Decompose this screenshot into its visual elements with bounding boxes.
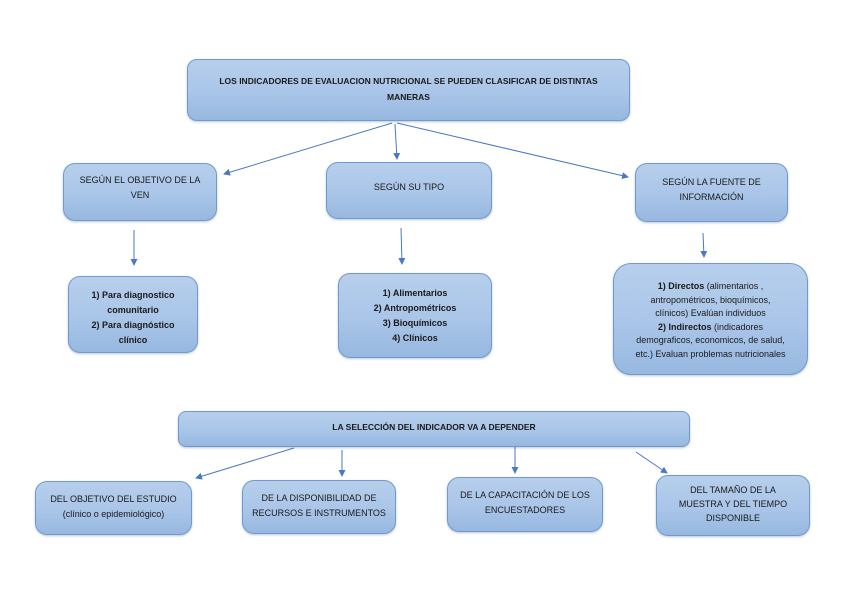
list-item: demograficos, economicos, de salud,	[636, 335, 785, 345]
branch-title-line: SEGÚN EL OBJETIVO DE LA	[79, 175, 201, 185]
branch-title-line: SEGÚN LA FUENTE DE	[662, 177, 761, 187]
arrow-sel-to-objetivo	[195, 447, 295, 480]
branch-fuente-node: SEGÚN LA FUENTE DE INFORMACIÓN	[635, 163, 788, 222]
list-item: 1) Alimentarios	[382, 288, 448, 298]
root-text-line-1: LOS INDICADORES DE EVALUACION NUTRICIONA…	[219, 76, 598, 86]
list-item: etc.) Evaluan problemas nutricionales	[635, 348, 786, 359]
list-item: 2) Para diagnóstico	[91, 320, 175, 330]
branch-objetivo-node: SEGÚN EL OBJETIVO DE LA VEN	[63, 163, 217, 221]
list-item: clínicos) Evalúan individuos	[655, 308, 766, 318]
list-item: 4) Clínicos	[392, 333, 438, 343]
branch-tipo-node: SEGÚN SU TIPO	[326, 162, 492, 219]
root-node: LOS INDICADORES DE EVALUACION NUTRICIONA…	[187, 59, 630, 121]
factor-recursos-node: DE LA DISPONIBILIDAD DE RECURSOS E INSTR…	[242, 480, 396, 534]
factor-text-line: DISPONIBLE	[705, 513, 761, 523]
tipo-items-node: 1) Alimentarios 2) Antropométricos 3) Bi…	[338, 273, 492, 358]
arrow-sel-to-tamano	[635, 451, 668, 474]
factor-text-line: DEL TAMAÑO DE LA	[690, 485, 776, 495]
fuente-items-node: 1) Directos (alimentarios , antropométri…	[613, 263, 808, 375]
list-item: clínico	[118, 335, 148, 345]
selection-title: LA SELECCIÓN DEL INDICADOR VA A DEPENDER	[332, 422, 536, 432]
arrow-tipo-to-list	[398, 227, 406, 265]
list-item: 1) Directos (alimentarios ,	[657, 281, 764, 291]
factor-tamano-node: DEL TAMAÑO DE LA MUESTRA Y DEL TIEMPO DI…	[656, 475, 810, 536]
arrow-root-to-tipo	[393, 123, 401, 160]
factor-capacitacion-node: DE LA CAPACITACIÓN DE LOS ENCUESTADORES	[447, 477, 603, 532]
factor-text-line: DEL OBJETIVO DEL ESTUDIO	[50, 494, 177, 504]
selection-node: LA SELECCIÓN DEL INDICADOR VA A DEPENDER	[178, 411, 690, 447]
factor-objetivo-node: DEL OBJETIVO DEL ESTUDIO (clínico o epid…	[35, 481, 192, 535]
root-text-line-2: MANERAS	[387, 92, 430, 102]
list-item: comunitario	[107, 305, 159, 315]
branch-title-line: SEGÚN SU TIPO	[373, 182, 445, 192]
factor-text-line: DE LA CAPACITACIÓN DE LOS	[460, 490, 590, 500]
branch-title-line: VEN	[130, 190, 150, 200]
factor-text-line: RECURSOS E INSTRUMENTOS	[252, 508, 386, 518]
factor-text-line: DE LA DISPONIBILIDAD DE	[261, 493, 377, 503]
arrow-root-to-fuente	[396, 122, 629, 180]
arrow-fuente-to-list	[700, 232, 708, 258]
list-item: 1) Para diagnostico	[91, 290, 175, 300]
factor-text-line: MUESTRA Y DEL TIEMPO	[678, 499, 788, 509]
objetivo-items-node: 1) Para diagnostico comunitario 2) Para …	[68, 276, 198, 353]
arrow-root-to-objetivo	[223, 122, 393, 176]
list-item: 2) Indirectos (indicadores	[657, 321, 764, 332]
factor-text-line: (clínico o epidemiológico)	[62, 509, 165, 519]
list-item: 3) Bioquímicos	[382, 318, 448, 328]
branch-title-line: INFORMACIÓN	[679, 192, 744, 202]
factor-text-line: ENCUESTADORES	[484, 505, 566, 515]
list-item: 2) Antropométricos	[373, 303, 457, 313]
list-item: antropométricos, bioquímicos,	[650, 294, 771, 305]
